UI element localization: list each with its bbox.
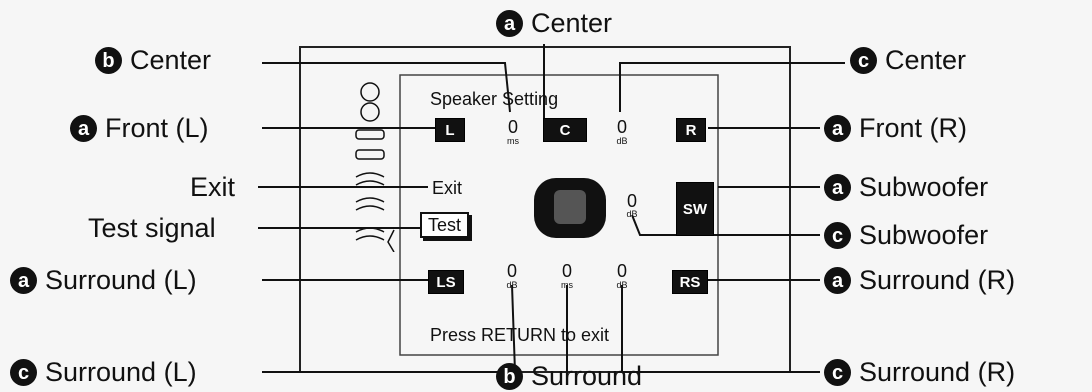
callout-surround-left-c: c Surround (L) — [10, 359, 197, 386]
subwoofer-level-value[interactable]: 0 — [620, 192, 644, 210]
speaker-subwoofer[interactable]: SW — [676, 182, 714, 236]
callout-label: Subwoofer — [859, 174, 988, 201]
callout-front-left: a Front (L) — [70, 115, 209, 142]
center-level-unit: dB — [610, 136, 634, 146]
callout-center-a: a Center — [496, 10, 612, 37]
callout-label: Center — [531, 10, 612, 37]
screen-title: Speaker Setting — [430, 89, 558, 110]
speaker-front-right[interactable]: R — [676, 118, 706, 142]
surround-left-level-value[interactable]: 0 — [500, 262, 524, 280]
badge-icon: a — [824, 115, 851, 142]
surround-right-level-value[interactable]: 0 — [610, 262, 634, 280]
return-instruction: Press RETURN to exit — [430, 325, 609, 346]
badge-icon: b — [496, 363, 523, 390]
badge-icon: a — [824, 174, 851, 201]
center-delay-unit: ms — [501, 136, 525, 146]
callout-subwoofer-c: c Subwoofer — [824, 222, 988, 249]
badge-icon: c — [824, 222, 851, 249]
callout-front-right: a Front (R) — [824, 115, 967, 142]
speaker-surround-right[interactable]: RS — [672, 270, 708, 294]
badge-icon: b — [95, 47, 122, 74]
test-signal-button[interactable]: Test — [420, 212, 469, 238]
callout-subwoofer-a: a Subwoofer — [824, 174, 988, 201]
surround-left-level-unit: dB — [500, 280, 524, 290]
speaker-front-left[interactable]: L — [435, 118, 465, 142]
callout-label: Surround (R) — [859, 267, 1015, 294]
callout-center-b: b Center — [95, 47, 211, 74]
badge-icon: a — [70, 115, 97, 142]
callout-label: Exit — [190, 174, 235, 201]
exit-menu-item[interactable]: Exit — [432, 178, 462, 199]
callout-surround-b: b Surround — [496, 363, 642, 390]
callout-label: Front (L) — [105, 115, 209, 142]
speaker-center[interactable]: C — [543, 118, 587, 142]
callout-label: Center — [130, 47, 211, 74]
listener-icon — [530, 172, 610, 244]
badge-icon: c — [824, 359, 851, 386]
badge-icon: c — [10, 359, 37, 386]
callout-label: Front (R) — [859, 115, 967, 142]
remote-buttons-icon — [352, 82, 402, 252]
callout-label: Surround — [531, 363, 642, 390]
badge-icon: a — [496, 10, 523, 37]
callout-label: Surround (L) — [45, 267, 197, 294]
surround-delay-value[interactable]: 0 — [555, 262, 579, 280]
badge-icon: c — [850, 47, 877, 74]
center-delay-value[interactable]: 0 — [501, 118, 525, 136]
callout-surround-left-a: a Surround (L) — [10, 267, 197, 294]
callout-label: Center — [885, 47, 966, 74]
badge-icon: a — [10, 267, 37, 294]
callout-label: Test signal — [88, 215, 216, 242]
badge-icon: a — [824, 267, 851, 294]
callout-exit: Exit — [190, 174, 235, 201]
callout-test-signal: Test signal — [88, 215, 216, 242]
callout-label: Subwoofer — [859, 222, 988, 249]
center-level-value[interactable]: 0 — [610, 118, 634, 136]
callout-label: Surround (R) — [859, 359, 1015, 386]
speaker-surround-left[interactable]: LS — [428, 270, 464, 294]
callout-label: Surround (L) — [45, 359, 197, 386]
subwoofer-level-unit: dB — [620, 209, 644, 219]
surround-delay-unit: ms — [555, 280, 579, 290]
surround-right-level-unit: dB — [610, 280, 634, 290]
callout-center-c: c Center — [850, 47, 966, 74]
callout-surround-right-c: c Surround (R) — [824, 359, 1015, 386]
callout-surround-right-a: a Surround (R) — [824, 267, 1015, 294]
